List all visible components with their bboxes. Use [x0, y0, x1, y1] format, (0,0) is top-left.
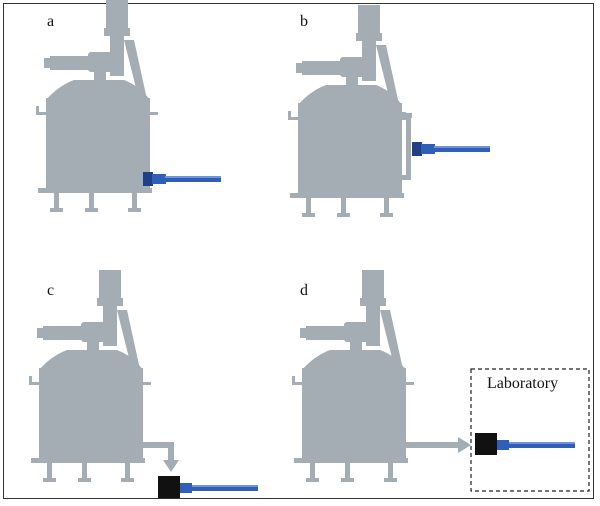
panel-label-b: b [300, 13, 308, 30]
reactor-vessel-c [29, 270, 151, 482]
panel-a [36, 0, 221, 212]
reactor-vessel-b [288, 5, 410, 217]
reactor-vessel-d [292, 270, 414, 482]
loop-probe-b [412, 142, 490, 156]
analyzer-box-c [158, 476, 180, 498]
figure-frame [3, 3, 594, 499]
panel-label-d: d [300, 282, 308, 299]
reactor-vessel-a [36, 0, 158, 212]
panel-d [292, 270, 590, 492]
panel-label-c: c [47, 282, 55, 299]
analyzer-box-d [475, 433, 497, 455]
panel-b [288, 5, 490, 217]
laboratory-label: Laboratory [487, 375, 559, 392]
laboratory-box [470, 368, 590, 492]
panel-label-a: a [47, 13, 55, 30]
panel-c [29, 270, 258, 498]
in-line-probe-a [143, 172, 221, 186]
